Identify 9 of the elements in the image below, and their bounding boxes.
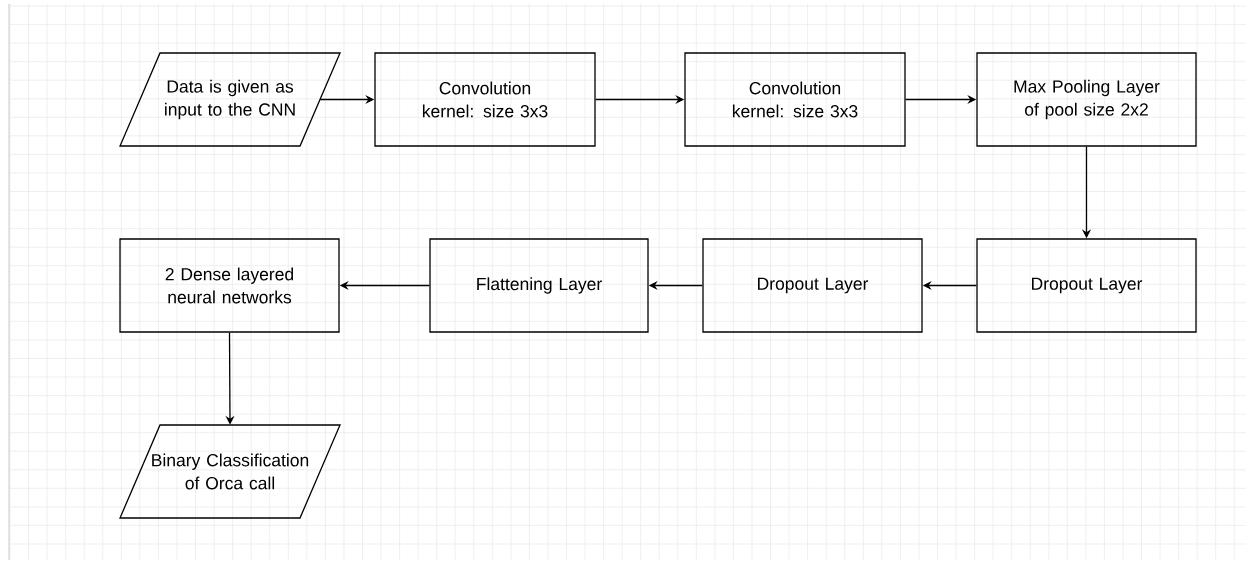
process-box: Dropout Layer [976, 238, 1197, 333]
process-box: 2 Dense layered neural networks [119, 238, 340, 333]
input-output-parallelogram: Data is given as input to the CNN [119, 52, 341, 147]
process-box: Convolution kernel: size 3x3 [684, 52, 906, 147]
input-output-parallelogram: Binary Classification of Orca call [119, 424, 341, 519]
process-box: Dropout Layer [702, 238, 923, 333]
process-box: Convolution kernel: size 3x3 [374, 52, 596, 147]
process-box: Flattening Layer [429, 238, 649, 333]
process-box: Max Pooling Layer of pool size 2x2 [976, 52, 1197, 147]
